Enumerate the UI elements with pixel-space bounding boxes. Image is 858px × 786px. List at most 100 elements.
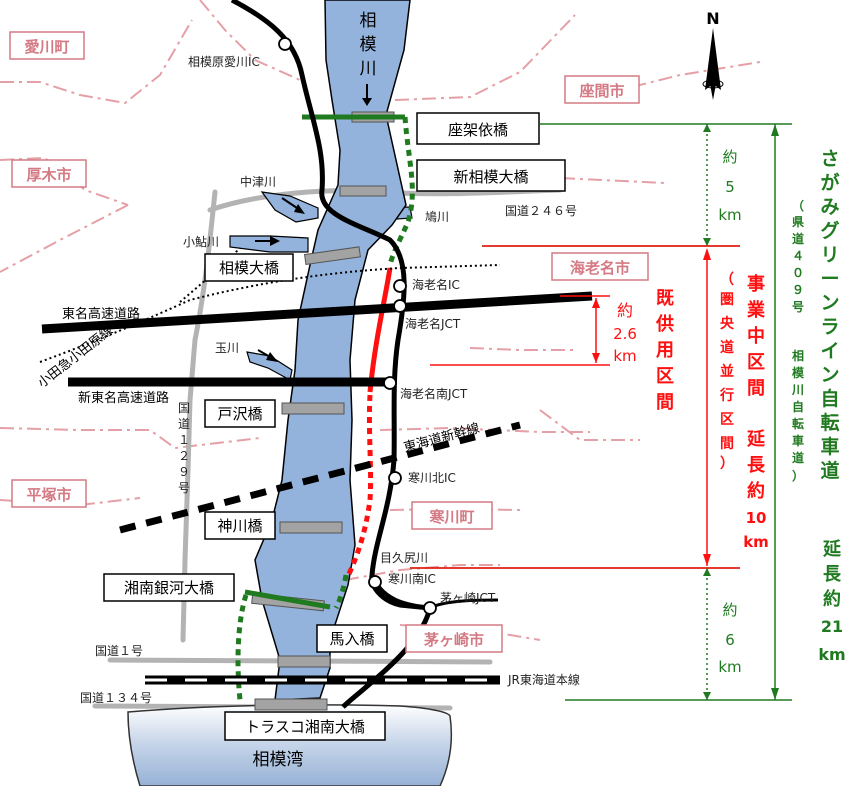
shinkansen-line	[119, 421, 521, 534]
svg-text:約: 約	[747, 480, 765, 502]
svg-text:並: 並	[720, 363, 734, 380]
city-hiratsuka: 平塚市	[26, 486, 71, 504]
cycle-route-red-solid	[367, 267, 393, 393]
odakyu-line	[39, 264, 501, 363]
svg-text:グ: グ	[820, 219, 839, 242]
svg-text:道: 道	[178, 417, 190, 431]
ic-aikawa-label: 相模原愛川IC	[188, 55, 260, 69]
jct-chigasaki-marker	[423, 601, 437, 615]
nakatsu-label: 中津川	[240, 174, 276, 189]
svg-text:さ: さ	[820, 148, 839, 170]
svg-text:道: 道	[792, 450, 804, 465]
svg-text:０: ０	[792, 266, 804, 280]
svg-text:９: ９	[792, 283, 804, 297]
label-mairi: 馬入橋	[329, 630, 374, 648]
svg-text:約: 約	[823, 588, 841, 610]
svg-text:区: 区	[747, 352, 765, 373]
cycle-route-green-dotted	[235, 116, 415, 701]
svg-text:km: km	[818, 645, 845, 664]
bay-label: 相模湾	[253, 750, 304, 770]
svg-text:（: （	[792, 198, 804, 213]
svg-text:長: 長	[747, 455, 766, 476]
tomei-label: 東名高速道路	[62, 306, 140, 322]
city-ebina: 海老名市	[570, 259, 630, 277]
svg-text:４: ４	[792, 249, 804, 263]
svg-text:中: 中	[747, 325, 765, 347]
flow-arrows	[255, 84, 372, 362]
river-label-2: 模	[360, 35, 377, 55]
bridge-trusco	[254, 698, 328, 711]
label-shonan-ginga: 湘南銀河大橋	[124, 579, 214, 597]
svg-text:自: 自	[820, 387, 839, 410]
svg-text:）: ）	[720, 456, 734, 472]
svg-text:区: 区	[720, 412, 734, 428]
city-atsugi: 厚木市	[26, 166, 71, 184]
svg-text:が: が	[820, 171, 839, 194]
koayu-label: 小鮎川	[183, 235, 219, 249]
svg-text:道: 道	[720, 339, 734, 356]
svg-text:自: 自	[792, 399, 804, 414]
bridges	[251, 111, 395, 711]
ken-o-expressway	[230, 0, 431, 611]
mekubo-label: 目久尻川	[380, 551, 428, 565]
river-label-3: 川	[360, 59, 377, 79]
svg-text:ー: ー	[820, 268, 839, 290]
north-label: N	[706, 9, 719, 28]
tributaries	[229, 191, 413, 381]
label-shinsagami: 新相模大橋	[453, 168, 528, 186]
d26-val: 2.6	[613, 325, 637, 343]
jigyo-kukan: 事 業 中 区 間 延 長 約 10 km	[743, 273, 769, 551]
label-sagami: 相模大橋	[219, 259, 279, 277]
ic-samukawa-minami-marker	[368, 575, 382, 589]
city-samukawa: 寒川町	[429, 508, 474, 526]
cycle-route-green	[244, 114, 405, 610]
svg-text:用: 用	[656, 340, 674, 361]
svg-text:延: 延	[822, 539, 842, 560]
svg-text:央: 央	[720, 315, 735, 332]
svg-text:行: 行	[719, 387, 734, 404]
svg-text:相: 相	[792, 348, 804, 363]
kyoyo-kukan: 既 供 用 区 間	[655, 288, 674, 413]
svg-text:km: km	[718, 658, 741, 676]
svg-text:号: 号	[178, 481, 190, 495]
cycle-route-red-dotted	[345, 394, 374, 578]
label-zakkai: 座架依橋	[448, 121, 508, 139]
route-246-label: 国道２４６号	[505, 204, 577, 218]
d26-yaku: 約	[617, 301, 633, 320]
koayu-river-shape	[229, 235, 309, 253]
bridge-labels: 座架依橋 新相模大橋 相模大橋 戸沢橋 神川橋 湘南銀河大橋 馬入橋 トラスコ湘…	[103, 112, 566, 741]
interchanges	[278, 37, 437, 615]
svg-text:圏: 圏	[720, 292, 734, 308]
north-arrow: N	[702, 9, 724, 100]
road-labels: 相模原愛川IC 国道２４６号 海老名IC 海老名JCT 海老名南JCT 寒川北I…	[80, 55, 580, 705]
svg-text:ン: ン	[820, 364, 839, 386]
svg-text:２: ２	[178, 449, 190, 463]
river-label-1: 相	[360, 11, 377, 31]
bridge-sagami	[303, 246, 361, 265]
svg-text:転: 転	[792, 416, 804, 431]
svg-text:5: 5	[725, 178, 735, 196]
svg-text:約: 約	[722, 601, 737, 619]
nakatsu-river-shape	[260, 191, 319, 223]
ken-o-parallel: （ 圏 央 道 並 行 区 間 ）	[719, 272, 735, 472]
ic-aikawa-marker	[278, 37, 292, 51]
bridge-mairi	[277, 655, 331, 668]
svg-text:ラ: ラ	[820, 316, 839, 338]
jct-ebina-label: 海老名JCT	[405, 316, 461, 331]
route-129-label: 国 道 １ ２ ９ 号	[178, 401, 190, 495]
svg-text:ン: ン	[820, 292, 839, 314]
city-zama: 座間市	[578, 82, 624, 100]
bridge-shinsagami	[339, 185, 387, 197]
ic-samukawa-minami-label: 寒川南IC	[388, 571, 436, 586]
city-aikawa: 愛川町	[24, 38, 69, 56]
label-kamikawa: 神川橋	[217, 517, 262, 535]
route-134-label: 国道１３４号	[80, 691, 152, 705]
svg-text:間: 間	[720, 436, 734, 452]
hato-label: 鳩川	[425, 210, 449, 224]
green-km-labels: 約 5 km 約 6 km	[718, 148, 741, 676]
svg-text:km: km	[743, 533, 769, 551]
svg-text:事: 事	[747, 273, 765, 295]
bridge-kamikawa	[279, 521, 343, 534]
svg-text:イ: イ	[820, 340, 839, 362]
